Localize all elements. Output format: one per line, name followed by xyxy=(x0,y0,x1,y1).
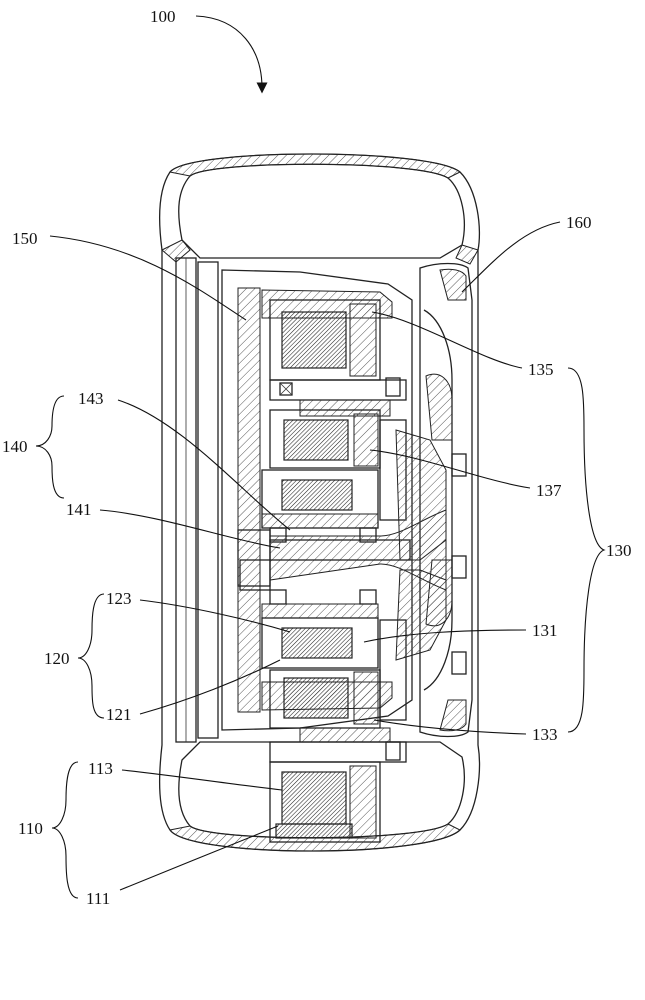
label-130: 130 xyxy=(606,541,632,560)
label-133: 133 xyxy=(532,725,558,744)
label-150: 150 xyxy=(12,229,38,248)
label-140: 140 xyxy=(2,437,28,456)
rim-left xyxy=(175,257,219,743)
bearing-upper xyxy=(269,377,407,417)
label-123: 123 xyxy=(106,589,132,608)
planetary-lower xyxy=(261,589,379,669)
label-111: 111 xyxy=(86,889,110,908)
label-141: 141 xyxy=(66,500,92,519)
tire xyxy=(158,153,481,852)
coil-lower-131 xyxy=(269,619,407,729)
coil-137 xyxy=(269,409,407,521)
label-113: 113 xyxy=(88,759,113,778)
coil-113 xyxy=(269,761,381,843)
leader-lines xyxy=(49,221,561,891)
label-135: 135 xyxy=(528,360,554,379)
braces xyxy=(35,367,606,899)
label-110: 110 xyxy=(18,819,43,838)
planetary-upper xyxy=(261,469,379,543)
ref-100-arrow xyxy=(195,15,268,94)
label-137: 137 xyxy=(536,481,562,500)
bolts xyxy=(395,429,467,675)
coil-upper xyxy=(269,299,381,381)
label-131: 131 xyxy=(532,621,558,640)
label-143: 143 xyxy=(78,389,104,408)
bearing-lower xyxy=(269,727,407,763)
label-121: 121 xyxy=(106,705,132,724)
ref-100: 100 xyxy=(150,7,176,26)
label-160: 160 xyxy=(566,213,592,232)
label-120: 120 xyxy=(44,649,70,668)
